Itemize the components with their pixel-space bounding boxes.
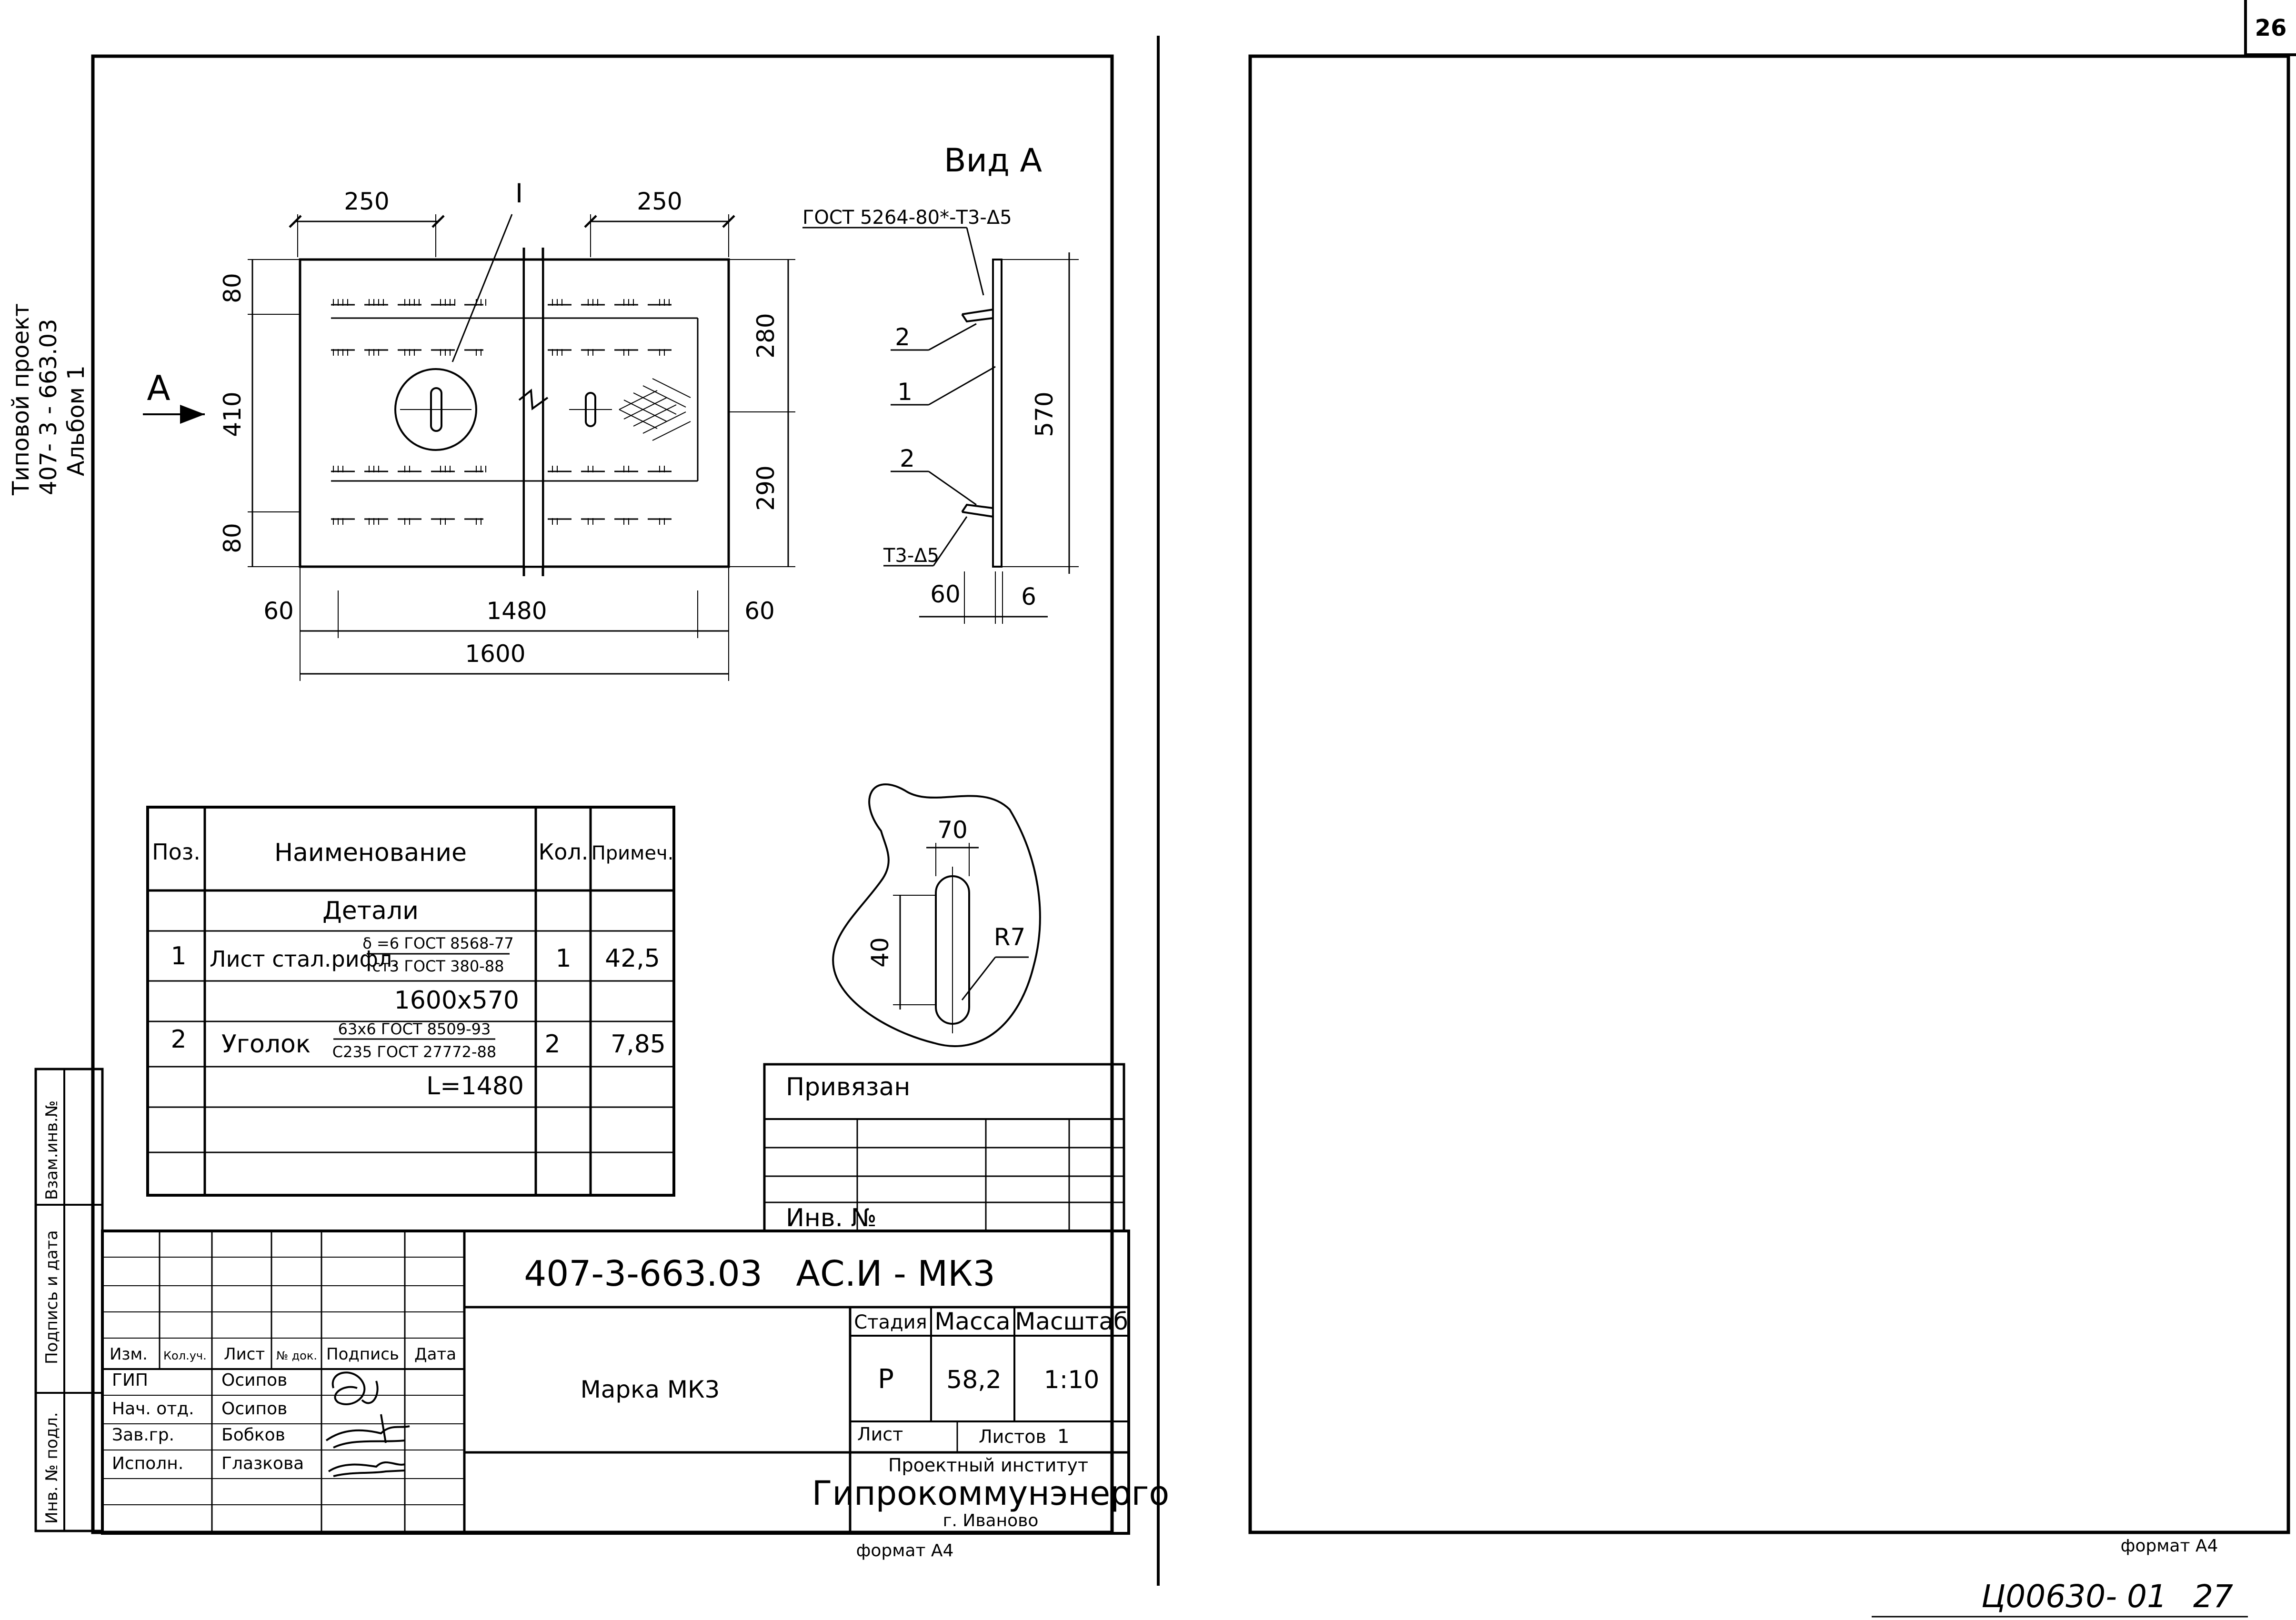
spec-row2-note: 7,85	[611, 1030, 666, 1059]
tb-izm: Изм.	[110, 1345, 148, 1364]
weld-bottom-label: Т3-Δ5	[883, 545, 939, 567]
tb-podpis: Подпись	[326, 1345, 399, 1364]
spec-header-qty: Кол.	[539, 839, 589, 865]
masshtab-header: Масштаб	[1015, 1308, 1128, 1335]
spec-row1-note: 42,5	[605, 944, 660, 973]
spec-row1-qty: 1	[555, 944, 571, 973]
dim-410: 410	[219, 391, 246, 437]
view-a: Вид А ГОСТ 5264-80*-Т3-Δ5 570 2 1 2 Т3-Δ…	[802, 142, 1079, 624]
dim-250-left: 250	[344, 188, 389, 215]
detail-r7: R7	[994, 923, 1026, 951]
detail-mark-i: I	[515, 178, 523, 209]
title-code: 407-3-663.03 АС.И - МК3	[524, 1253, 995, 1294]
detail-dim-70: 70	[937, 816, 968, 844]
dim-280: 280	[752, 313, 780, 358]
spec-row2-pos: 2	[170, 1025, 186, 1054]
detail-i: 70 40 R7	[832, 783, 1041, 1047]
handwritten-code: Ц00630- 01 27	[1872, 1578, 2248, 1618]
dim-570: 570	[1031, 391, 1058, 437]
dim-60-side: 60	[930, 580, 961, 608]
role-2: Зав.гр.	[112, 1425, 174, 1445]
spec-header-pos: Поз.	[152, 839, 201, 865]
role-0: ГИП	[112, 1370, 148, 1390]
signatures	[325, 1371, 410, 1477]
role-1: Нач. отд.	[112, 1399, 194, 1419]
view-a-title: Вид А	[944, 142, 1042, 180]
massa-header: Масса	[934, 1308, 1010, 1335]
spec-row2-size: L=1480	[426, 1072, 524, 1100]
listov-header: Листов	[979, 1426, 1046, 1447]
spec-row1-name: Лист стал.рифл.	[210, 946, 399, 972]
spec-row2-name: Уголок	[221, 1030, 311, 1059]
item-name: Марка МК3	[581, 1376, 720, 1403]
stamp-inv: Инв. № подл.	[42, 1412, 61, 1524]
spec-row1-pos: 1	[170, 942, 186, 970]
tb-kol: Кол.уч.	[163, 1349, 207, 1362]
weld-top-label: ГОСТ 5264-80*-Т3-Δ5	[802, 207, 1012, 229]
stamp-podpis: Подпись и дата	[42, 1230, 61, 1364]
spec-header-name: Наименование	[274, 839, 467, 867]
stadia-value: Р	[878, 1364, 894, 1395]
side-album: Альбом 1	[63, 365, 90, 476]
section-mark-a: А	[147, 368, 170, 408]
dim-290: 290	[752, 465, 780, 510]
right-sheet-frame	[1248, 54, 2290, 1534]
spec-row2-frac-bot: С235 ГОСТ 27772-88	[332, 1043, 496, 1061]
dim-80-bottom: 80	[219, 523, 246, 553]
org-line3: г. Иваново	[943, 1511, 1039, 1530]
listov-value: 1	[1057, 1426, 1069, 1448]
stadia-header: Стадия	[854, 1311, 927, 1333]
list-header: Лист	[857, 1424, 903, 1445]
org-line1: Проектный институт	[888, 1455, 1088, 1476]
privyazan-inv: Инв. №	[786, 1204, 877, 1232]
side-project-code: 407- 3 - 663.03	[35, 319, 62, 495]
massa-value: 58,2	[946, 1366, 1002, 1394]
dim-1600: 1600	[465, 640, 525, 668]
name-1: Осипов	[221, 1399, 287, 1419]
spec-header-note: Примеч.	[592, 842, 674, 864]
leader-1: 1	[897, 378, 912, 406]
spec-row1-frac-top: δ =6 ГОСТ 8568-77	[362, 934, 514, 952]
dim-250-right: 250	[637, 188, 682, 215]
role-3: Исполн.	[112, 1454, 183, 1473]
tb-data: Дата	[414, 1345, 456, 1364]
spec-row1-frac-bot: ст3 ГОСТ 380-88	[372, 957, 504, 975]
stamp-vzam: Взам.инв.№	[42, 1100, 61, 1200]
leader-2-bottom: 2	[900, 445, 915, 472]
spec-row2-frac-top: 63х6 ГОСТ 8509-93	[338, 1020, 491, 1038]
svg-text:Ц00630- 01: Ц00630- 01	[1981, 1578, 2167, 1615]
title-block	[101, 1230, 1130, 1535]
format-left: формат А4	[856, 1541, 954, 1560]
name-0: Осипов	[221, 1370, 287, 1390]
dim-60-right: 60	[744, 597, 775, 625]
tb-list: Лист	[224, 1345, 265, 1364]
spec-row2-qty: 2	[544, 1030, 560, 1059]
spec-table	[146, 806, 675, 1197]
masshtab-value: 1:10	[1044, 1366, 1100, 1394]
dim-80-top: 80	[219, 273, 246, 303]
handwritten-num: 27	[2193, 1578, 2233, 1615]
plan-view: I А 250 250 80 410 80 280 290	[143, 178, 795, 681]
dim-1480: 1480	[486, 597, 547, 625]
dim-6: 6	[1021, 583, 1036, 610]
side-title: Типовой проект	[8, 303, 34, 496]
format-right: формат А4	[2121, 1536, 2218, 1556]
detail-dim-40: 40	[866, 937, 894, 968]
privyazan-title: Привязан	[786, 1073, 910, 1101]
tb-ndok: № док.	[276, 1349, 317, 1362]
name-3: Глазкова	[221, 1454, 304, 1473]
spec-section: Детали	[322, 897, 419, 925]
spec-row1-size: 1600x570	[394, 986, 519, 1015]
dim-60-left: 60	[263, 597, 294, 625]
page-number: 26	[2255, 15, 2287, 41]
name-2: Бобков	[221, 1425, 285, 1445]
org-line2: Гипрокоммунэнерго	[812, 1474, 1169, 1513]
leader-2-top: 2	[895, 323, 910, 351]
